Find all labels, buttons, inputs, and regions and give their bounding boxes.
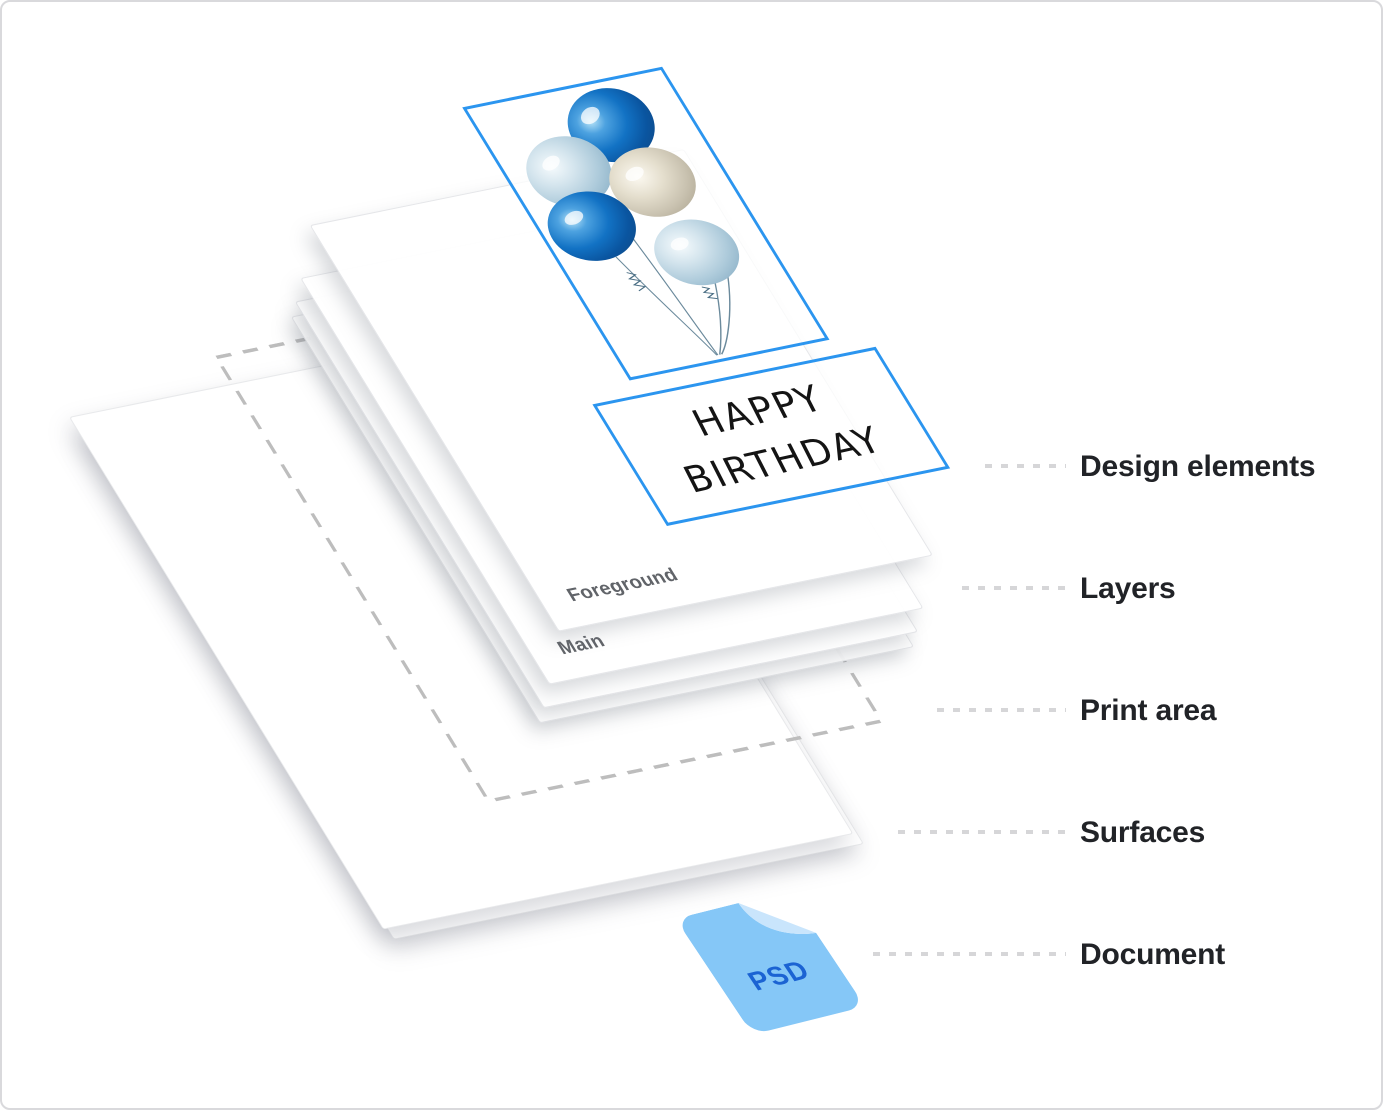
psd-file-icon: PSD xyxy=(675,891,865,1036)
layer-label-main: Main xyxy=(553,630,610,659)
psd-file-shape xyxy=(682,903,858,1032)
folded-corner xyxy=(738,903,817,934)
layer-label-foreground: Foreground xyxy=(563,565,683,606)
annotation-document: Document xyxy=(1080,938,1226,971)
annotation-design-elements: Design elements xyxy=(1080,450,1316,483)
balloons-graphic xyxy=(526,88,740,356)
annotation-layers: Layers xyxy=(1080,572,1176,605)
annotation-surfaces: Surfaces xyxy=(1080,816,1206,849)
annotation-print-area: Print area xyxy=(1080,694,1217,727)
design-element-balloons-box xyxy=(462,66,830,381)
